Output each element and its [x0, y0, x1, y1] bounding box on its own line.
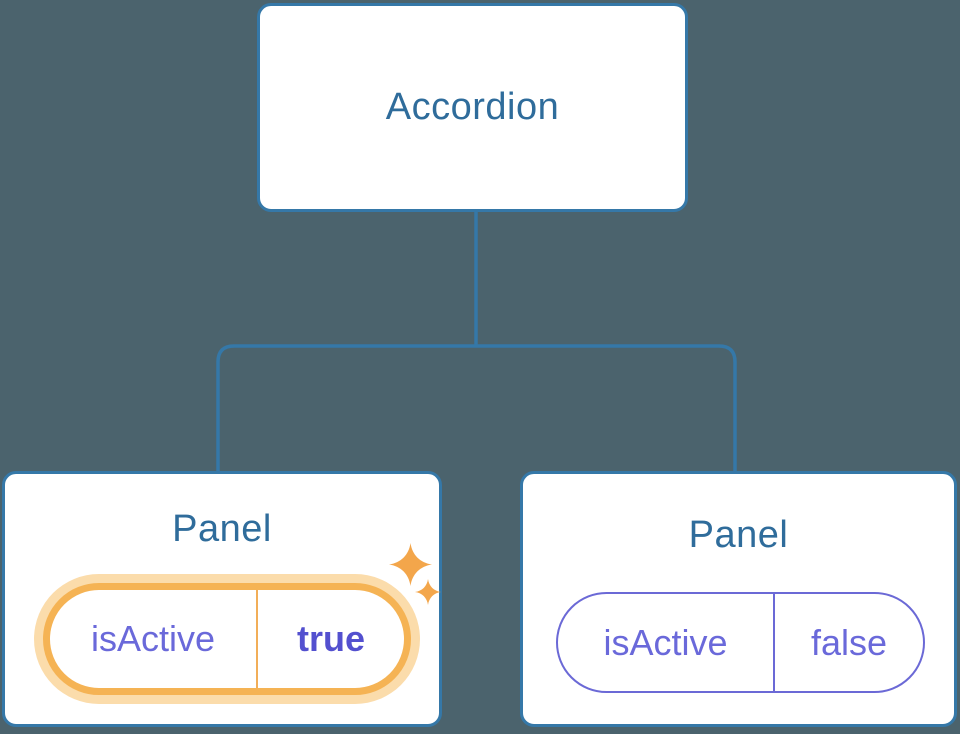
- panel-node-label: Panel: [172, 508, 272, 550]
- state-pill-active: isActive true: [43, 583, 411, 695]
- state-key-label: isActive: [603, 621, 728, 663]
- sparkle-icon-large: [389, 543, 432, 586]
- state-value-label: true: [296, 618, 365, 659]
- state-pill-divider: [256, 590, 258, 688]
- accordion-node-label: Accordion: [385, 86, 560, 128]
- accordion-node: Accordion: [257, 3, 688, 212]
- edge-branch-to-panels: [216, 344, 737, 473]
- panel-node-active: Panel isActive true: [2, 471, 442, 727]
- state-value-label: false: [810, 621, 888, 663]
- state-pill-divider: [773, 594, 775, 691]
- panel-node-label: Panel: [688, 514, 789, 556]
- state-key-label: isActive: [90, 618, 216, 659]
- panel-node-inactive: Panel isActive false: [520, 471, 957, 727]
- sparkle-icon-small: [415, 579, 441, 605]
- state-pill-inactive: isActive false: [556, 592, 925, 693]
